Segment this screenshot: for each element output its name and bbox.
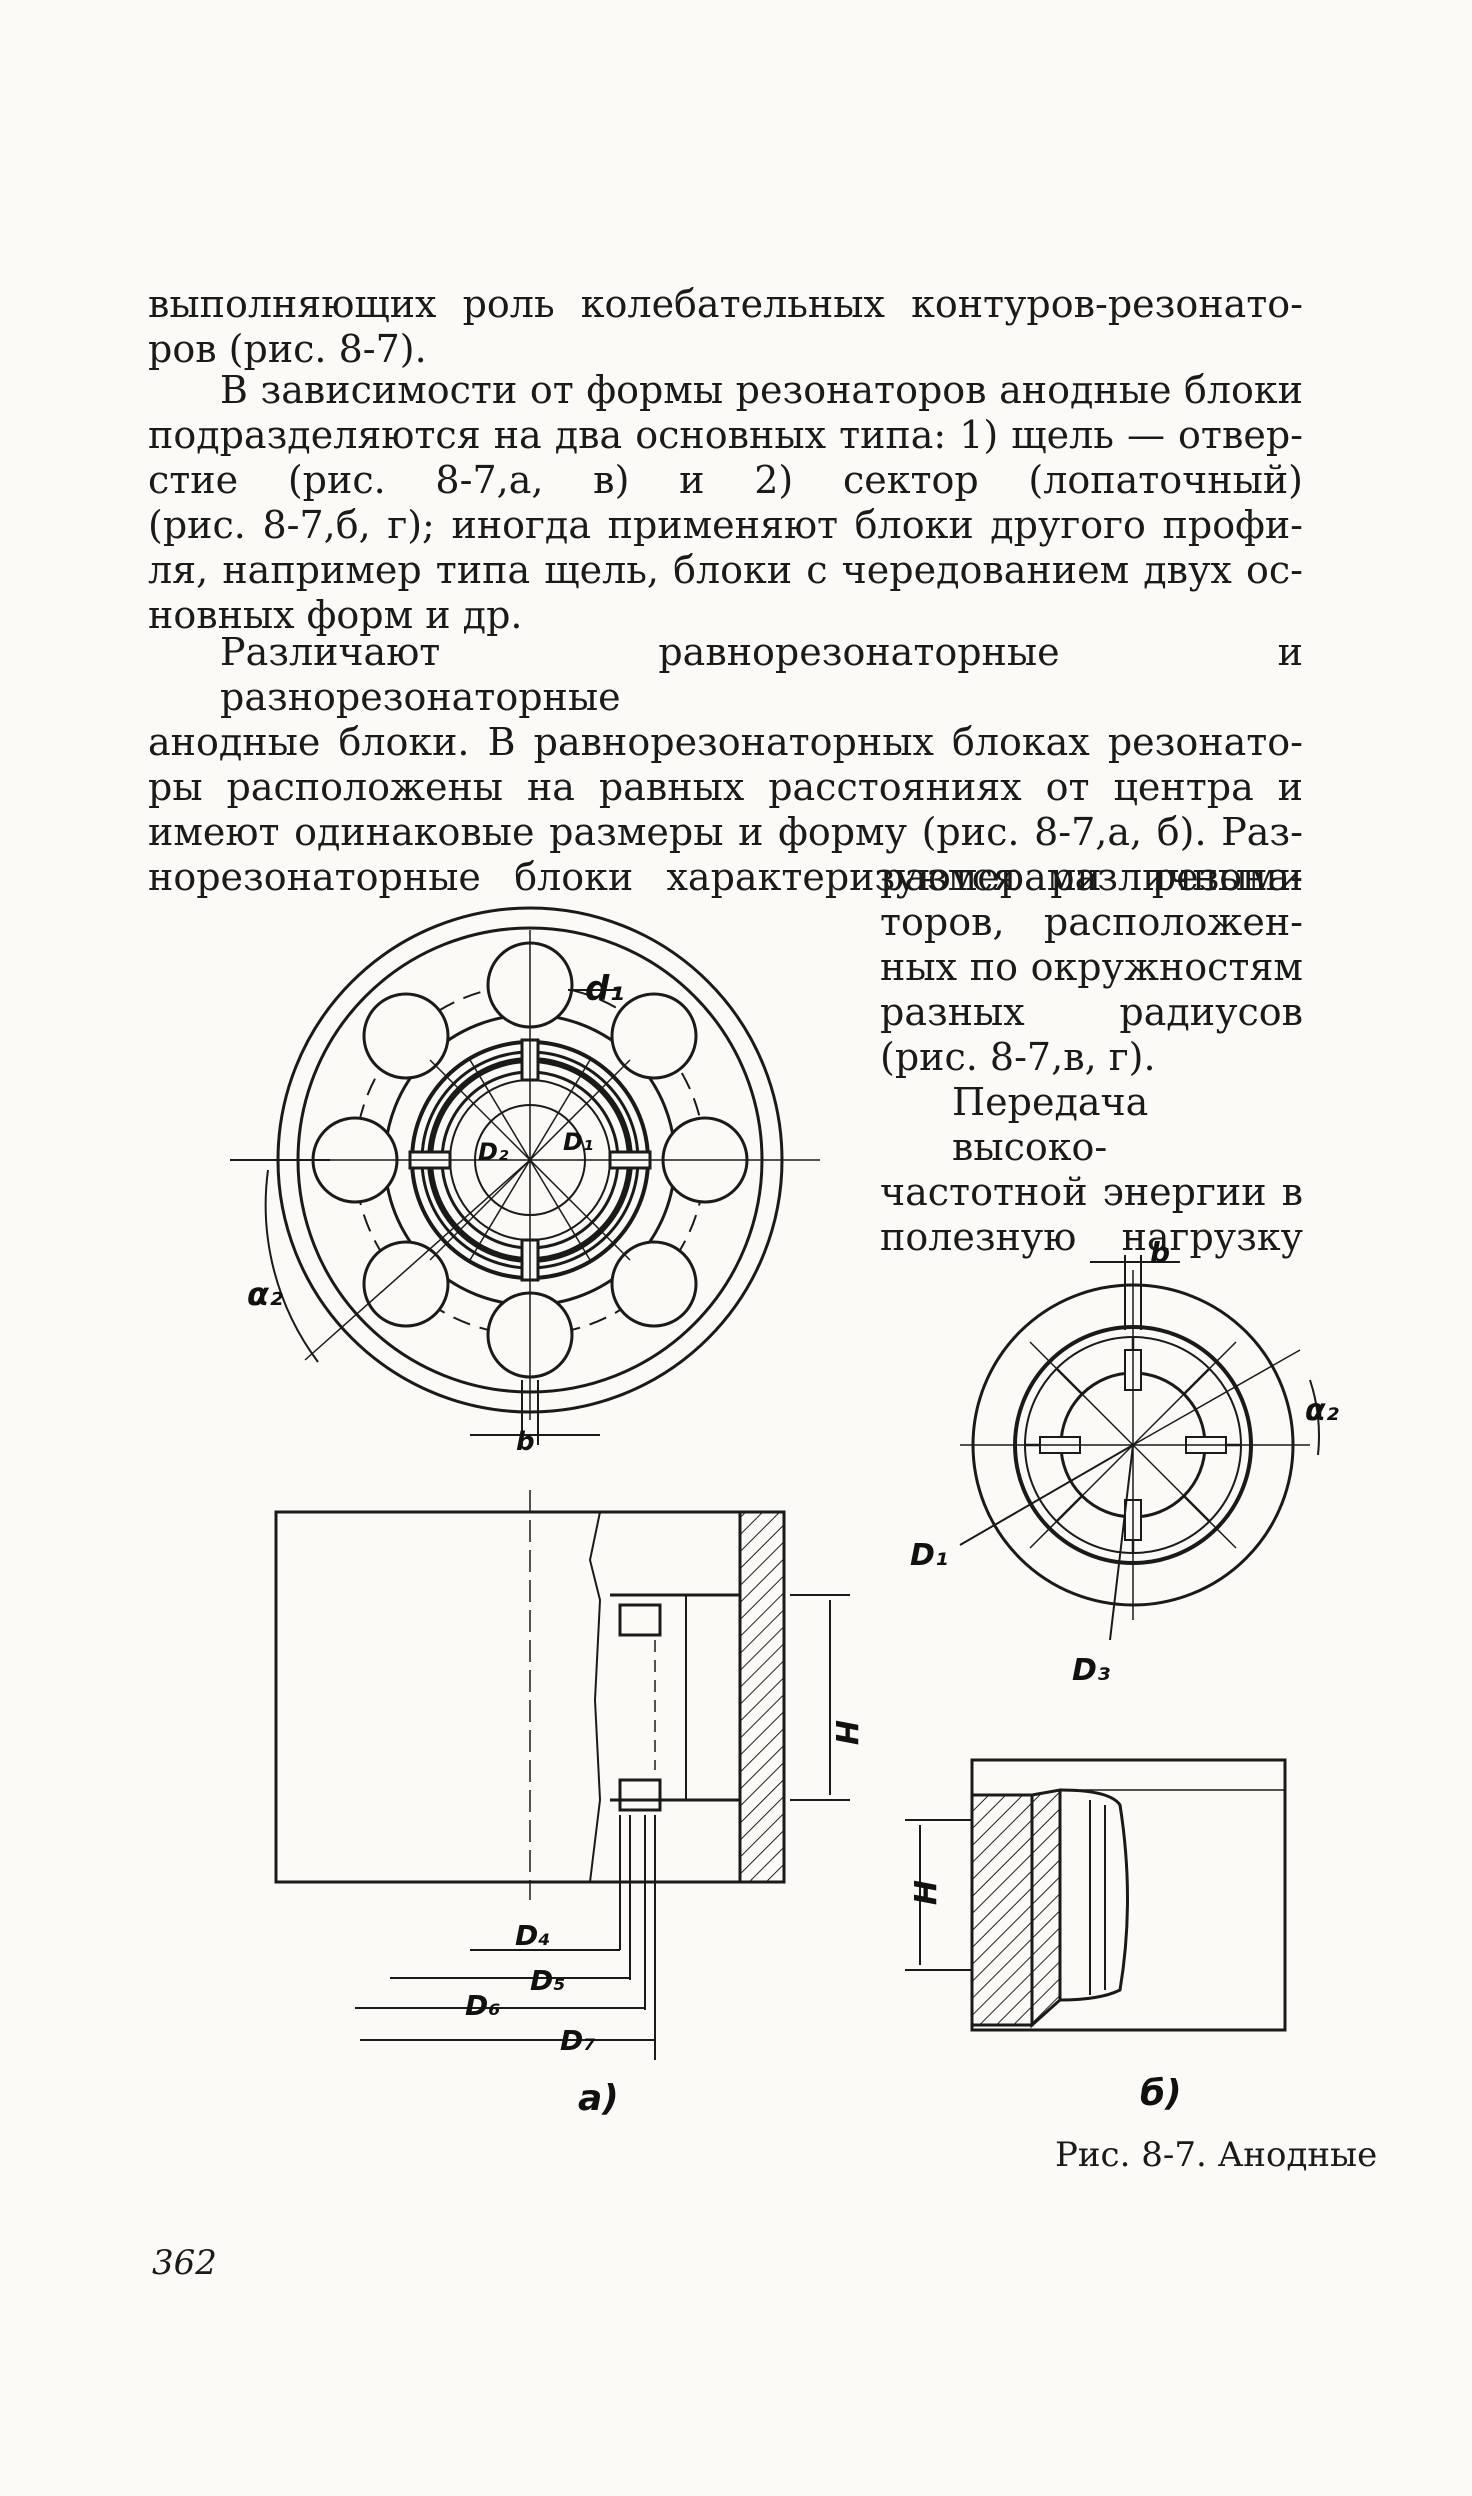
text-line: ры расположены на равных расстояниях от …: [148, 765, 1303, 809]
label-b-b: b: [1150, 1236, 1170, 1269]
page-number: 362: [152, 2243, 217, 2283]
paragraph-3: Различают равнорезонаторные и разнорезон…: [148, 630, 1303, 900]
label-D2: D₂: [478, 1138, 509, 1166]
text-line: Передача высоко-: [952, 1080, 1149, 1169]
figure-caption: Рис. 8-7. Анодные: [1055, 2135, 1378, 2175]
text-line: (рис. 8-7,в, г).: [880, 1035, 1156, 1079]
label-H-b: H: [906, 1880, 941, 1905]
text-line: разных радиусов: [880, 990, 1303, 1034]
subfigure-b-label: б): [1140, 2073, 1182, 2114]
figure-b-section: [905, 1758, 1287, 2032]
label-D5: D₅: [530, 1964, 566, 1997]
label-D4: D₄: [515, 1919, 551, 1952]
label-D1-b: D₁: [910, 1538, 948, 1573]
label-alpha2-a: α₂: [247, 1275, 283, 1313]
label-D7: D₇: [560, 2024, 596, 2057]
figure-b-plan: [959, 1255, 1320, 1641]
label-alpha2-b: α₂: [1305, 1393, 1339, 1428]
text-line: полезную нагрузку: [880, 1215, 1303, 1259]
text-line: (рис. 8-7,б, г); иногда применяют блоки …: [148, 503, 1303, 547]
figure-a-plan: [230, 906, 820, 1445]
label-b-a: b: [516, 1427, 535, 1457]
label-D3-b: D₃: [1072, 1653, 1110, 1688]
label-D6: D₆: [465, 1989, 501, 2022]
text-line: ных по окружностям: [880, 945, 1303, 989]
text-line: имеют одинаковые размеры и форму (рис. 8…: [148, 810, 1303, 854]
paragraph-3-continued: размерами резона- торов, расположен- ных…: [880, 855, 1303, 1080]
figure-a-section: [274, 1490, 850, 2060]
label-H-a: H: [828, 1720, 863, 1745]
label-D1: D₁: [563, 1128, 593, 1156]
text-line: размерами резона-: [880, 855, 1303, 899]
text-line: В зависимости от формы резонаторов анодн…: [220, 368, 1303, 412]
text-line: анодные блоки. В равнорезонаторных блока…: [148, 720, 1303, 764]
text-line: норезонаторные блоки характеризуются раз…: [148, 855, 1303, 899]
text-line: торов, расположен-: [880, 900, 1303, 944]
subfigure-a-label: а): [578, 2078, 619, 2119]
text-line: ров (рис. 8-7).: [148, 327, 427, 371]
paragraph-1: выполняющих роль колебательных контуров-…: [148, 282, 1303, 372]
text-line: стие (рис. 8-7,а, в) и 2) сектор (лопато…: [148, 458, 1303, 502]
paragraph-2: В зависимости от формы резонаторов анодн…: [148, 368, 1303, 638]
text-line: новных форм и др.: [148, 593, 523, 637]
text-line: Различают равнорезонаторные и разнорезон…: [220, 630, 1303, 719]
text-line: подразделяются на два основных типа: 1) …: [148, 413, 1303, 457]
paragraph-4: Передача высоко- частотной энергии в пол…: [880, 1080, 1303, 1260]
text-line: частотной энергии в: [880, 1170, 1303, 1214]
label-d1: d₁: [585, 969, 624, 1009]
text-line: ля, например типа щель, блоки с чередова…: [148, 548, 1303, 592]
text-line: выполняющих роль колебательных контуров-…: [148, 282, 1303, 326]
